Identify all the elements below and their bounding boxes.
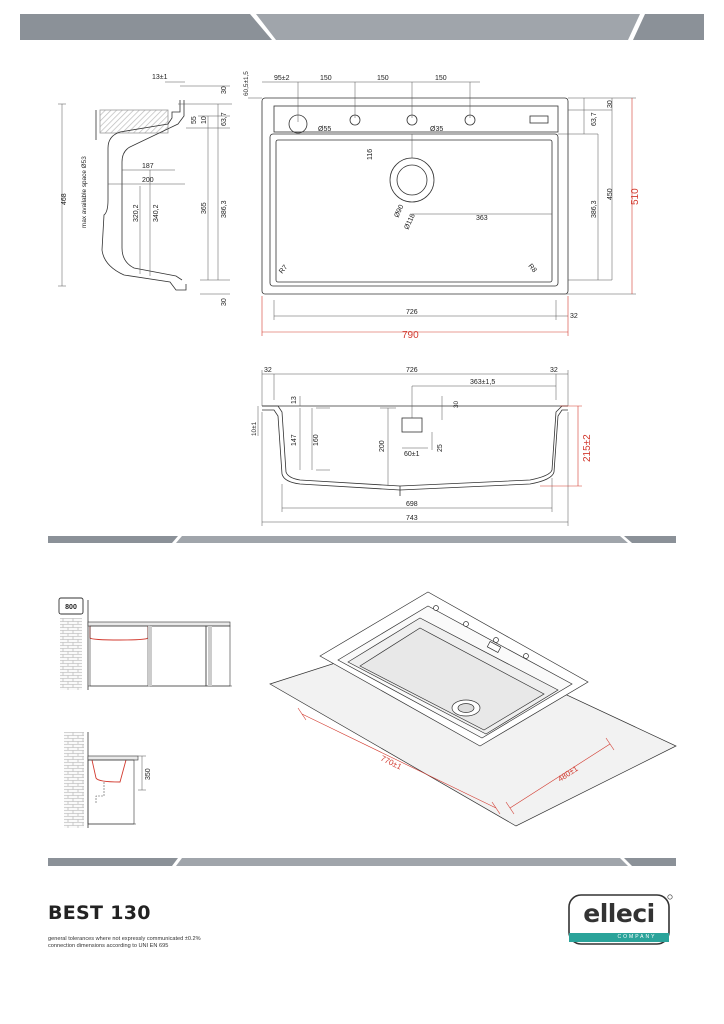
dim-150-a: 150 xyxy=(320,75,332,82)
dim-32-right: 32 xyxy=(550,367,558,374)
logo-tagline: COMPANY xyxy=(617,934,657,940)
dim-215: 215±2 xyxy=(582,434,593,462)
tolerance-notes: general tolerances where not expressly c… xyxy=(48,936,201,950)
front-section-view xyxy=(257,370,582,526)
dim-450: 450 xyxy=(607,188,614,200)
dim-13: 13 xyxy=(291,396,298,404)
logo-wordmark: elleci xyxy=(583,899,655,928)
note-tolerance: general tolerances where not expressly c… xyxy=(48,936,201,942)
dim-10: 10 xyxy=(201,116,208,124)
note-connection: connection dimensions according to UNI E… xyxy=(48,943,169,949)
overflow-box xyxy=(401,417,423,433)
dim-200: 200 xyxy=(379,440,386,452)
dim-160: 160 xyxy=(313,434,320,446)
dim-32-left: 32 xyxy=(264,367,272,374)
elleci-logo: elleci COMPANY xyxy=(568,893,674,948)
header-band xyxy=(20,14,704,40)
dim-drain-118: Ø118 xyxy=(403,213,416,231)
dim-350: 350 xyxy=(145,768,152,780)
dim-60: 60±1 xyxy=(404,451,420,458)
dim-63-7: 63,7 xyxy=(221,112,228,126)
dim-32: 32 xyxy=(570,313,578,320)
dim-510: 510 xyxy=(630,188,641,205)
dim-drain-90: Ø90 xyxy=(393,204,405,219)
dim-63-7: 63,7 xyxy=(591,112,598,126)
side-section-view xyxy=(58,81,232,295)
radius-r7: R7 xyxy=(278,264,289,275)
dim-187: 187 xyxy=(142,163,154,170)
dim-13: 13±1 xyxy=(152,74,168,81)
dim-30: 30 xyxy=(607,100,614,108)
dim-60-5: 60,5±1,5 xyxy=(243,71,250,96)
dim-hole-35: Ø35 xyxy=(430,126,443,133)
dim-hole-55: Ø55 xyxy=(318,126,331,133)
dim-698: 698 xyxy=(406,501,418,508)
max-space-label: max available space Ø53 xyxy=(81,156,88,228)
cabinet-size-label: 800 xyxy=(65,604,77,611)
dim-147: 147 xyxy=(291,434,298,446)
overflow-slot xyxy=(529,115,549,124)
dim-386-3: 386,3 xyxy=(221,200,228,218)
dim-116: 116 xyxy=(367,149,374,160)
side-section-labels: 13±1 30 55 10 63,7 468 max available spa… xyxy=(61,74,228,306)
dim-365: 365 xyxy=(201,202,208,214)
dim-55: 55 xyxy=(191,116,198,124)
dim-726: 726 xyxy=(406,367,418,374)
dim-200: 200 xyxy=(142,177,154,184)
dim-363: 363±1,5 xyxy=(470,379,495,386)
dim-743: 743 xyxy=(406,515,418,522)
top-view-labels: 60,5±1,5 95±2 150 150 150 30 63,7 450 38… xyxy=(243,71,641,341)
dim-150-b: 150 xyxy=(377,75,389,82)
isometric-view xyxy=(269,591,677,827)
dim-320-2: 320,2 xyxy=(133,204,140,222)
dim-10: 10±1 xyxy=(251,421,258,436)
dim-150-c: 150 xyxy=(435,75,447,82)
cabinet-800-diagram xyxy=(58,597,232,690)
dim-30-top: 30 xyxy=(221,86,228,94)
front-section-labels: 32 726 32 363±1,5 10±1 13 147 160 200 30… xyxy=(251,367,593,522)
drain-inner xyxy=(396,164,428,196)
top-view xyxy=(248,81,636,336)
dim-363: 363 xyxy=(476,215,488,222)
dim-25: 25 xyxy=(437,444,444,452)
dim-95: 95±2 xyxy=(274,75,290,82)
separator-1 xyxy=(48,536,676,543)
dim-726: 726 xyxy=(406,309,418,316)
logo-mark xyxy=(568,894,673,945)
dim-30: 30 xyxy=(453,400,460,408)
dim-340-2: 340,2 xyxy=(153,204,160,222)
separator-2 xyxy=(48,858,676,866)
product-title: BEST 130 xyxy=(48,902,151,924)
dim-30-bottom: 30 xyxy=(221,298,228,306)
dim-468: 468 xyxy=(61,193,68,205)
cabinet-side-diagram xyxy=(64,732,146,828)
dim-386-3: 386,3 xyxy=(591,200,598,218)
dim-790: 790 xyxy=(402,330,419,341)
radius-r8: R8 xyxy=(526,263,537,274)
